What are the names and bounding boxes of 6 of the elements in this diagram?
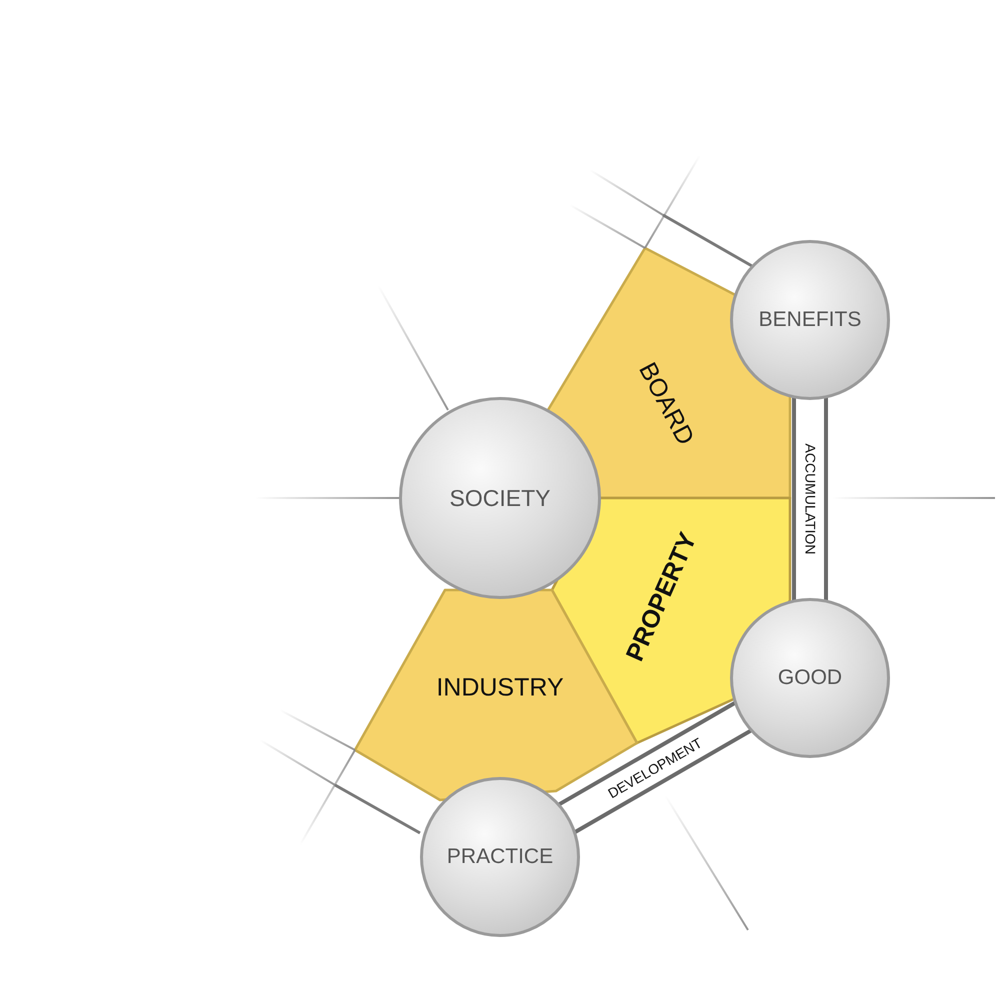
node-label: BENEFITS [758, 308, 862, 332]
connector-band [557, 700, 753, 834]
node-label: GOOD [778, 666, 842, 690]
node-label: PRACTICE [446, 845, 554, 869]
segment-label: INDUSTRY [436, 674, 564, 702]
node-label: SOCIETY [450, 484, 550, 512]
